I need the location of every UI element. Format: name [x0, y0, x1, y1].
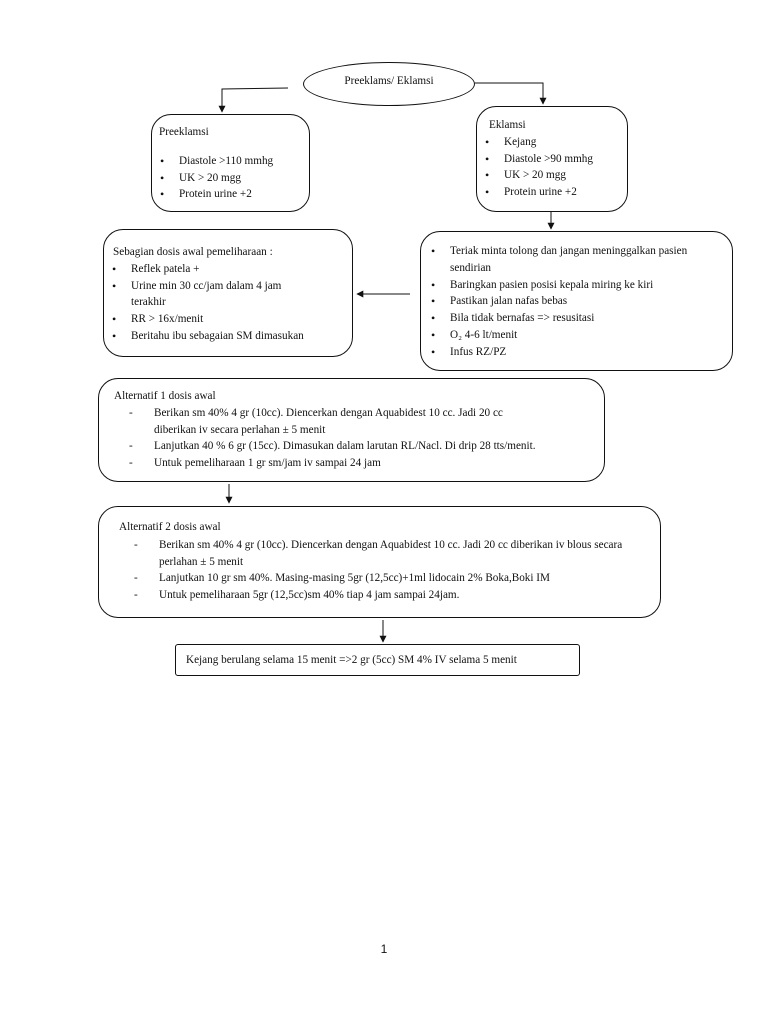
- preeklamsi-title: Preeklamsi: [159, 126, 209, 138]
- kejang-box: Kejang berulang selama 15 menit =>2 gr (…: [175, 644, 580, 676]
- preeklamsi-box: Preeklamsi Diastole >110 mmhg UK > 20 mg…: [151, 114, 310, 212]
- list-item: Infus RZ/PZ: [424, 344, 724, 361]
- list-item: UK > 20 mgg: [478, 167, 621, 184]
- list-item: Lanjutkan 40 % 6 gr (15cc). Dimasukan da…: [114, 438, 592, 455]
- list-item: RR > 16x/menit: [105, 311, 344, 328]
- alternatif1-title: Alternatif 1 dosis awal: [114, 390, 216, 402]
- pemeliharaan-list: Reflek patela + Urine min 30 cc/jam dala…: [105, 261, 344, 345]
- alternatif2-list: Berikan sm 40% 4 gr (10cc). Diencerkan d…: [119, 537, 648, 604]
- list-item: Beritahu ibu sebagaian SM dimasukan: [105, 328, 344, 345]
- page-number: 1: [380, 942, 388, 956]
- list-item: Baringkan pasien posisi kepala miring ke…: [424, 277, 724, 294]
- list-item: Diastole >110 mmhg: [153, 153, 303, 170]
- list-item: Protein urine +2: [153, 186, 303, 203]
- eklamsi-title: Eklamsi: [489, 119, 526, 131]
- list-item: Berikan sm 40% 4 gr (10cc). Diencerkan d…: [119, 537, 648, 571]
- list-item: Bila tidak bernafas => resusitasi: [424, 310, 724, 327]
- list-item: Teriak minta tolong dan jangan meninggal…: [424, 243, 724, 277]
- start-label: Preeklams/ Eklamsi: [344, 75, 434, 87]
- list-item: UK > 20 mgg: [153, 170, 303, 187]
- tindakan-box: Teriak minta tolong dan jangan meninggal…: [420, 231, 733, 371]
- list-item: Pastikan jalan nafas bebas: [424, 293, 724, 310]
- eklamsi-list: Kejang Diastole >90 mmhg UK > 20 mgg Pro…: [478, 134, 621, 201]
- list-item: Diastole >90 mmhg: [478, 151, 621, 168]
- list-item: Berikan sm 40% 4 gr (10cc). Diencerkan d…: [114, 405, 592, 439]
- list-item: Kejang: [478, 134, 621, 151]
- eklamsi-box: Eklamsi Kejang Diastole >90 mmhg UK > 20…: [476, 106, 628, 212]
- list-item: Untuk pemeliharaan 5gr (12,5cc)sm 40% ti…: [119, 587, 648, 604]
- tindakan-list: Teriak minta tolong dan jangan meninggal…: [424, 243, 724, 361]
- alternatif2-box: Alternatif 2 dosis awal Berikan sm 40% 4…: [98, 506, 661, 618]
- pemeliharaan-title: Sebagian dosis awal pemeliharaan :: [113, 246, 273, 258]
- alternatif1-list: Berikan sm 40% 4 gr (10cc). Diencerkan d…: [114, 405, 592, 472]
- alternatif2-title: Alternatif 2 dosis awal: [119, 521, 221, 533]
- start-node: Preeklams/ Eklamsi: [303, 62, 475, 106]
- kejang-label: Kejang berulang selama 15 menit =>2 gr (…: [186, 654, 517, 666]
- arrow-to-eklamsi: [475, 82, 547, 105]
- list-item: Lanjutkan 10 gr sm 40%. Masing-masing 5g…: [119, 570, 648, 587]
- list-item: Untuk pemeliharaan 1 gr sm/jam iv sampai…: [114, 455, 592, 472]
- preeklamsi-list: Diastole >110 mmhg UK > 20 mgg Protein u…: [153, 153, 303, 203]
- pemeliharaan-box: Sebagian dosis awal pemeliharaan : Refle…: [103, 229, 353, 357]
- list-item: Protein urine +2: [478, 184, 621, 201]
- list-item: O₂ 4-6 lt/menit: [424, 327, 724, 344]
- list-item: Urine min 30 cc/jam dalam 4 jam terakhir: [105, 278, 344, 312]
- arrow-to-preeklamsi: [218, 87, 289, 113]
- list-item: Reflek patela +: [105, 261, 344, 278]
- alternatif1-box: Alternatif 1 dosis awal Berikan sm 40% 4…: [98, 378, 605, 482]
